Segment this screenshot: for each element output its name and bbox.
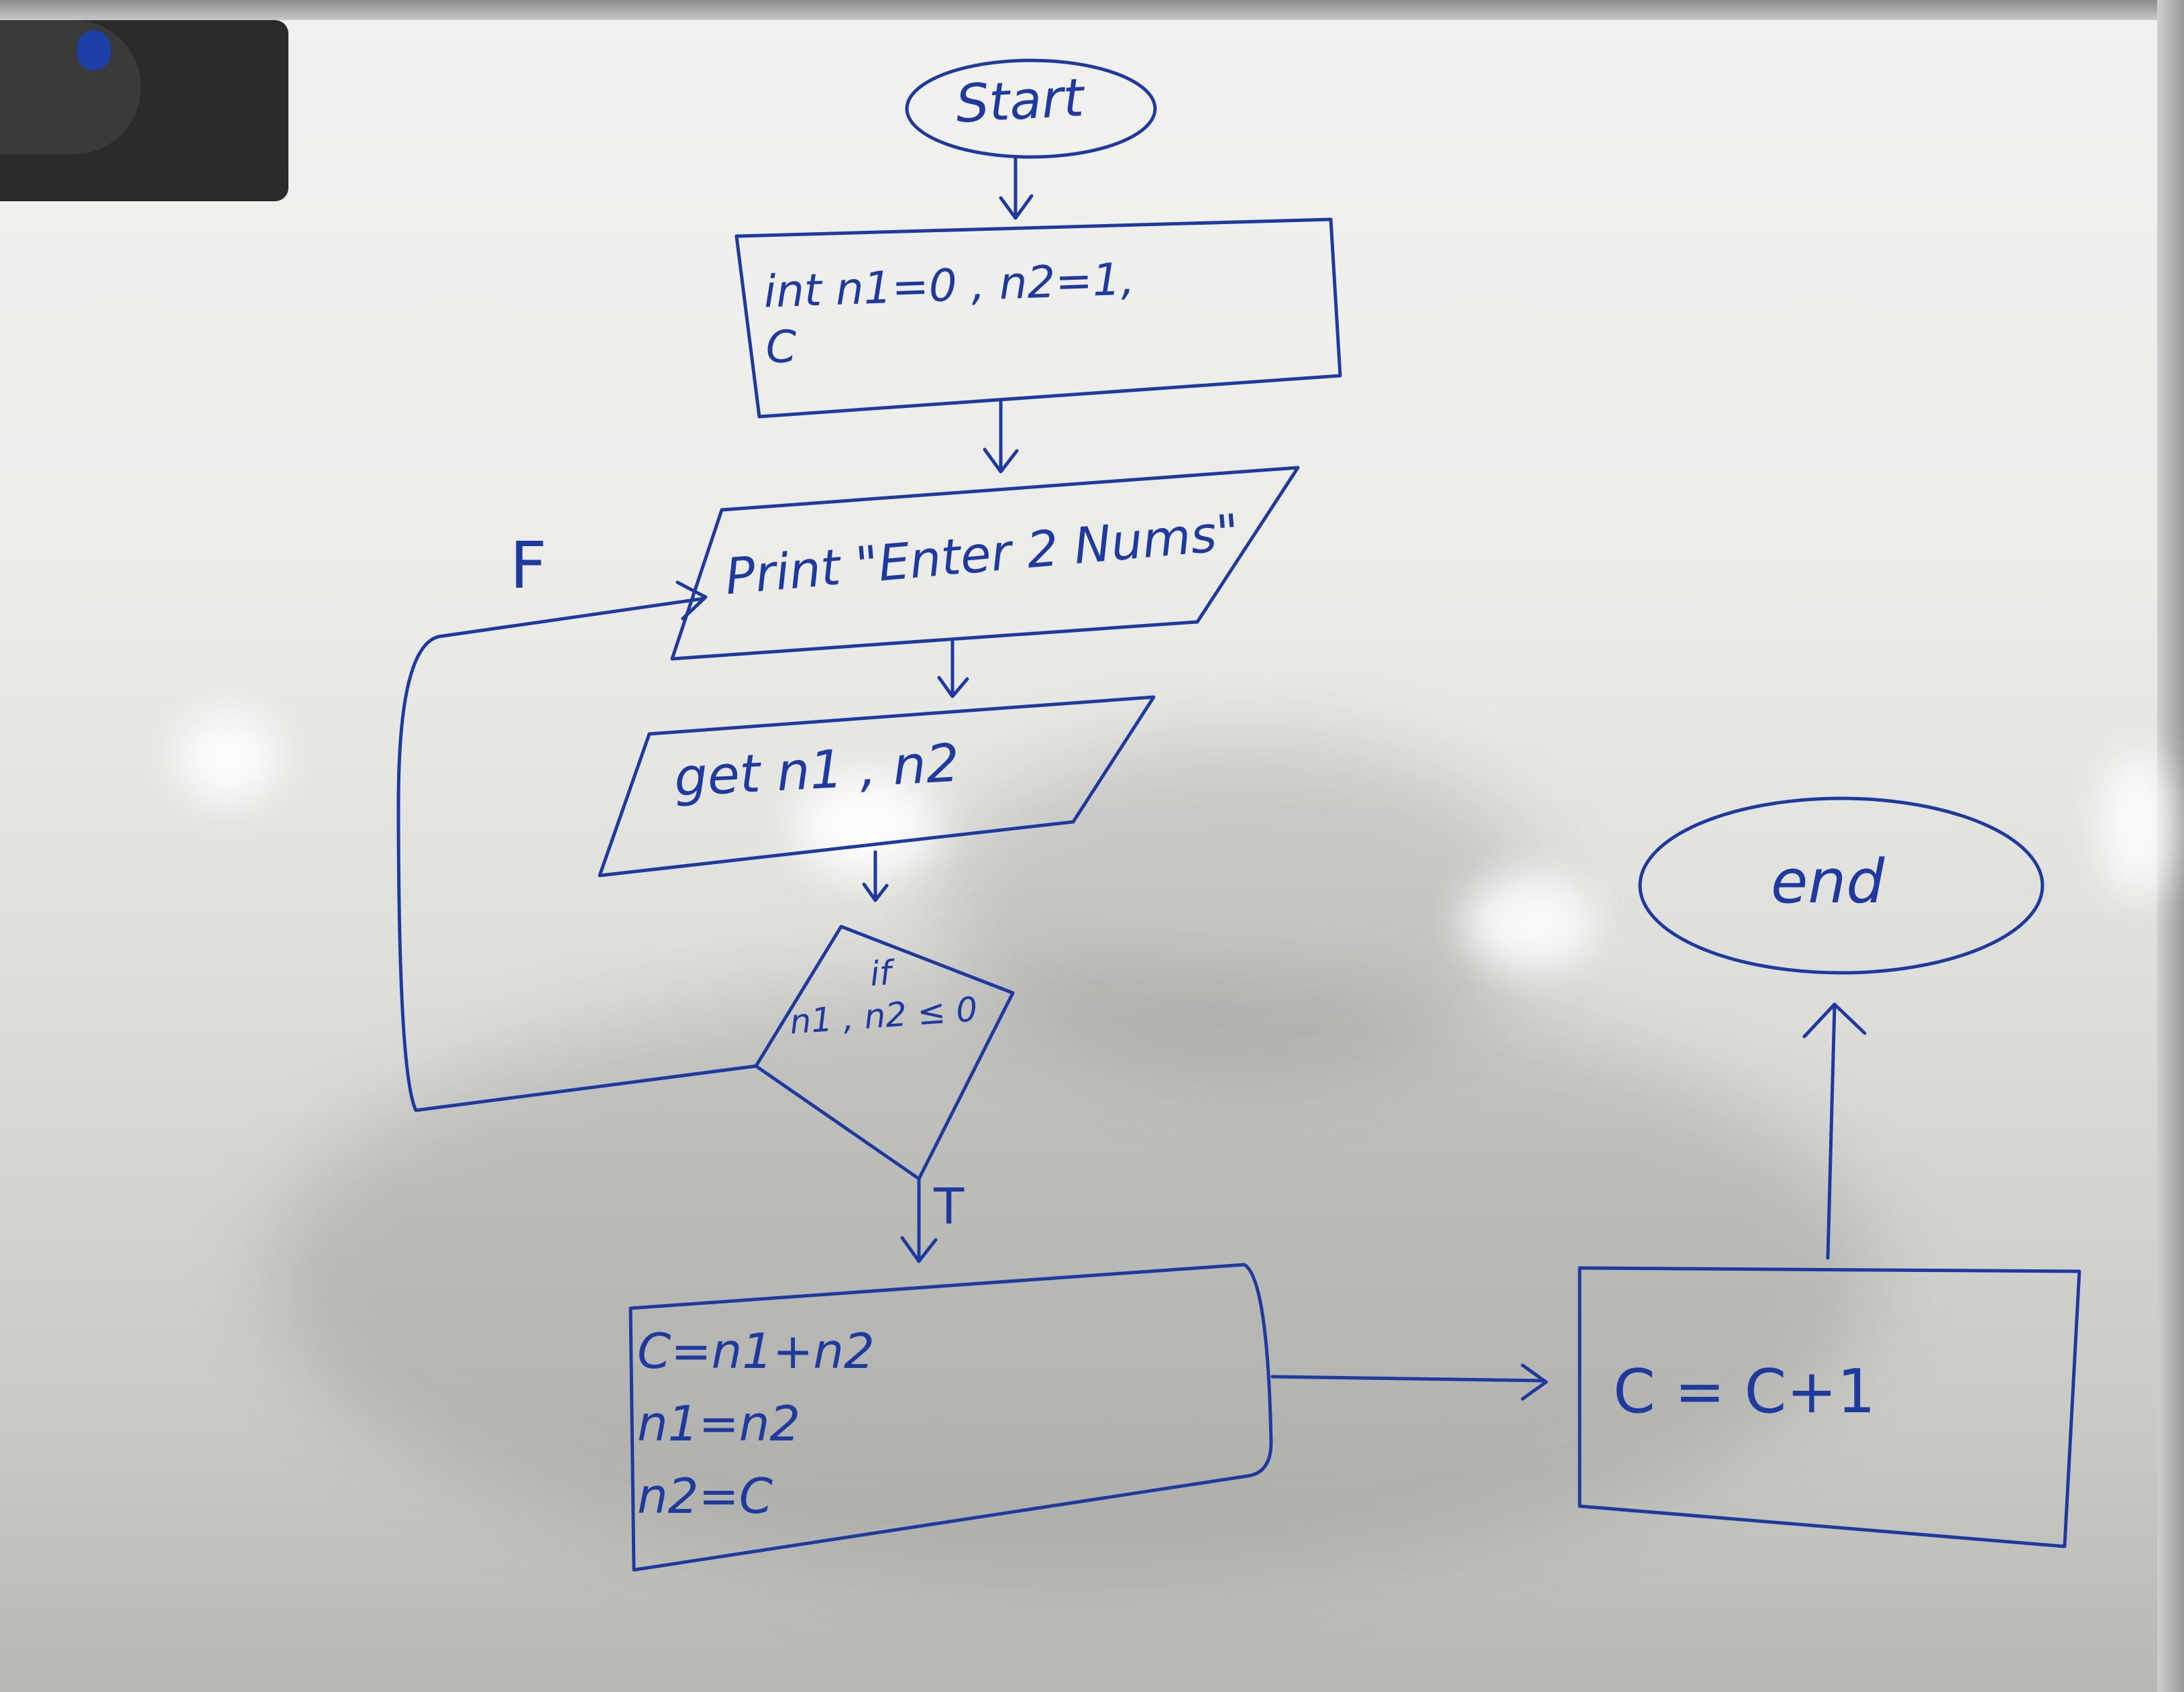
init-process-box [734,217,1342,419]
arrow-calc-to-increment [1270,1363,1548,1401]
calc-line-3: n2=C [637,1468,773,1524]
calculation-process-box [629,1263,1273,1572]
arrow-start-to-init [999,156,1034,220]
start-terminal [905,58,1157,159]
init-text: int n1=0 , n2=1, C [763,252,1138,375]
input-label: get n1 , n2 [672,733,961,809]
calc-line-2: n1=n2 [637,1395,801,1452]
arrow-init-to-print [983,399,1019,474]
input-parallelogram [598,695,1156,878]
start-label: Start [954,68,1085,135]
false-branch-label: F [510,528,547,603]
arrow-decision-true [900,1177,938,1263]
light-glare [791,772,939,879]
decision-text: if n1 , n2 ≤ 0 [785,946,979,1043]
increment-label: C = C+1 [1613,1357,1875,1427]
light-glare [174,711,282,805]
light-glare [2099,751,2173,899]
increment-process-box [1578,1266,2081,1548]
end-terminal [1638,796,2044,975]
marker-cap [77,30,111,70]
phone-shadow [939,738,1543,1073]
false-loop-arrow [396,580,758,1112]
eraser-logo [0,20,141,154]
arrow-increment-to-end [1802,1002,1867,1260]
whiteboard-frame-top [0,0,2184,20]
phone-shadow [268,973,1878,1577]
true-branch-label: T [934,1178,965,1236]
arrow-print-to-input [937,640,969,698]
arrow-input-to-decision [862,850,889,902]
print-output-parallelogram [670,466,1300,661]
calculation-text: C=n1+n2 n1=n2 n2=C [637,1315,875,1532]
end-label: end [1771,847,1885,917]
light-glare [1462,872,1596,973]
calc-line-1: C=n1+n2 [637,1323,875,1379]
